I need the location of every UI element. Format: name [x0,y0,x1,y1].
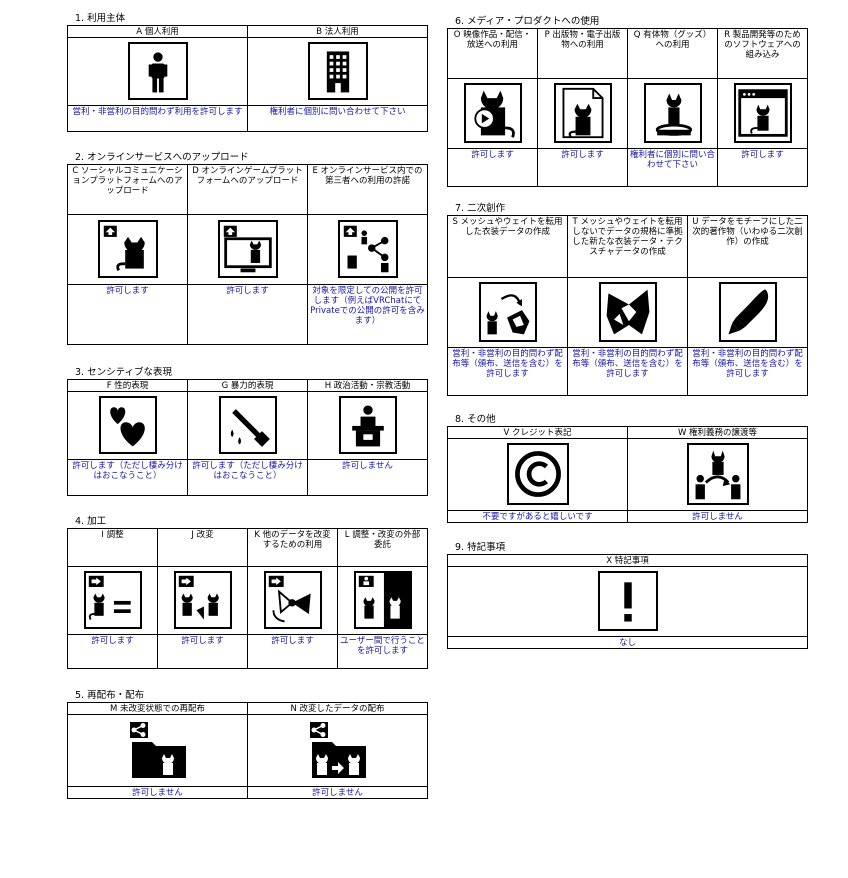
section-title: 2. オンラインサービスへのアップロード [75,152,249,163]
pen-icon [718,282,777,342]
permission-value: 許可しません [627,510,808,523]
col-header: B 法人利用 [247,25,428,38]
col-header: V クレジット表記 [447,426,628,439]
permission-value: 許可します [717,148,808,187]
podium-icon [338,396,397,454]
permission-value: 許可しません [247,786,428,799]
col-header: E オンラインサービス内での第三者への利用の許諾 [307,164,428,215]
section-special-notes: 9. 特記事項 X 特記事項 なし [447,542,808,649]
section-title: 8. その他 [455,414,496,425]
building-icon [307,42,368,100]
permission-value: 許可しません [67,786,248,799]
costume-transfer-icon [478,282,537,342]
permission-value: 営利・非営利の目的問わず配布等（頒布、送信を含む）を許可します [447,347,568,396]
permission-value: 許可します（ただし棲み分けはおこなうこと） [67,459,188,496]
section-title: 4. 加工 [75,516,107,527]
upload-share-icon [337,220,398,278]
permission-value: なし [447,636,808,649]
col-header: X 特記事項 [447,554,808,567]
copyright-icon [506,443,569,505]
permission-value: 許可します [67,284,188,345]
permission-value: 許可します [537,148,628,187]
exclamation-icon [597,571,658,631]
section-online-upload: 2. オンラインサービスへのアップロード C ソーシャルコミュニケーションプラッ… [67,152,428,345]
permission-value: 営利・非営利の目的問わず配布等（頒布、送信を含む）を許可します [567,347,688,396]
col-header: F 性的表現 [67,379,188,392]
document-icon [553,83,612,143]
upload-avatar-icon [97,220,158,278]
col-header: M 未改変状態での再配布 [67,702,248,715]
col-header: T メッシュやウェイトを転用しないでデータの規格に準拠した新たな衣装データ・テク… [567,215,688,278]
permission-value: 許可します [247,634,338,669]
knife-icon [218,396,277,454]
col-header: A 個人利用 [67,25,248,38]
permission-value: 許可します（ただし棲み分けはおこなうこと） [187,459,308,496]
video-icon [463,83,522,143]
modify-icon [173,571,232,629]
col-header: H 政治活動・宗教活動 [307,379,428,392]
person-icon [127,42,188,100]
transfer-icon [686,443,749,505]
col-header: P 出版物・電子出版物への利用 [537,28,628,79]
col-header: U データをモチーフにした二次的著作物（いわゆる二次創作）の作成 [687,215,808,278]
permission-value: ユーザー間で行うことを許可します [337,634,428,669]
permission-value: 許可しません [307,459,428,496]
col-header: N 改変したデータの配布 [247,702,428,715]
col-header: S メッシュやウェイトを転用した衣装データの作成 [447,215,568,278]
hearts-icon [98,396,157,454]
section-title: 1. 利用主体 [75,13,126,24]
permission-value: 不要ですがあると嬉しいです [447,510,628,523]
bow-icon [263,571,322,629]
permission-value: 対象を限定しての公開を許可します（例えばVRChatにてPrivateでの公開の… [307,284,428,345]
col-header: L 調整・改変の外部委託 [337,528,428,567]
section-title: 3. センシティブな表現 [75,367,173,378]
costume-icon [598,282,657,342]
permission-value: 権利者に個別に問い合わせて下さい [627,148,718,187]
col-header: W 権利義務の譲渡等 [627,426,808,439]
section-title: 9. 特記事項 [455,542,506,553]
section-title: 7. 二次創作 [455,203,506,214]
permission-value: 営利・非営利の目的問わず配布等（頒布、送信を含む）を許可します [687,347,808,396]
section-title: 6. メディア・プロダクトへの使用 [455,16,600,27]
permission-value: 許可します [187,284,308,345]
adjust-icon [83,571,142,629]
col-header: J 改変 [157,528,248,567]
outsource-icon [353,571,412,629]
permission-table: X 特記事項 なし [447,554,808,649]
permission-value: 許可します [447,148,538,187]
section-title: 5. 再配布・配布 [75,690,145,701]
col-header: I 調整 [67,528,158,567]
col-header: C ソーシャルコミュニケーションプラットフォームへのアップロード [67,164,188,215]
permission-value: 許可します [67,634,158,669]
permission-value: 許可します [157,634,248,669]
col-header: K 他のデータを改変するための利用 [247,528,338,567]
col-header: O 映像作品・配信・放送への利用 [447,28,538,79]
share-modified-icon [307,720,368,780]
col-header: D オンラインゲームプラットフォームへのアップロード [187,164,308,215]
permission-value: 営利・非営利の目的問わず利用を許可します [67,105,248,132]
share-folder-icon [127,720,188,780]
col-header: R 製品開発等のためのソフトウェアへの組み込み [717,28,808,79]
upload-monitor-icon [217,220,278,278]
figure-icon [643,83,702,143]
col-header: G 暴力的表現 [187,379,308,392]
permission-value: 権利者に個別に問い合わせて下さい [247,105,428,132]
col-header: Q 有体物（グッズ）への利用 [627,28,718,79]
software-icon [733,83,792,143]
